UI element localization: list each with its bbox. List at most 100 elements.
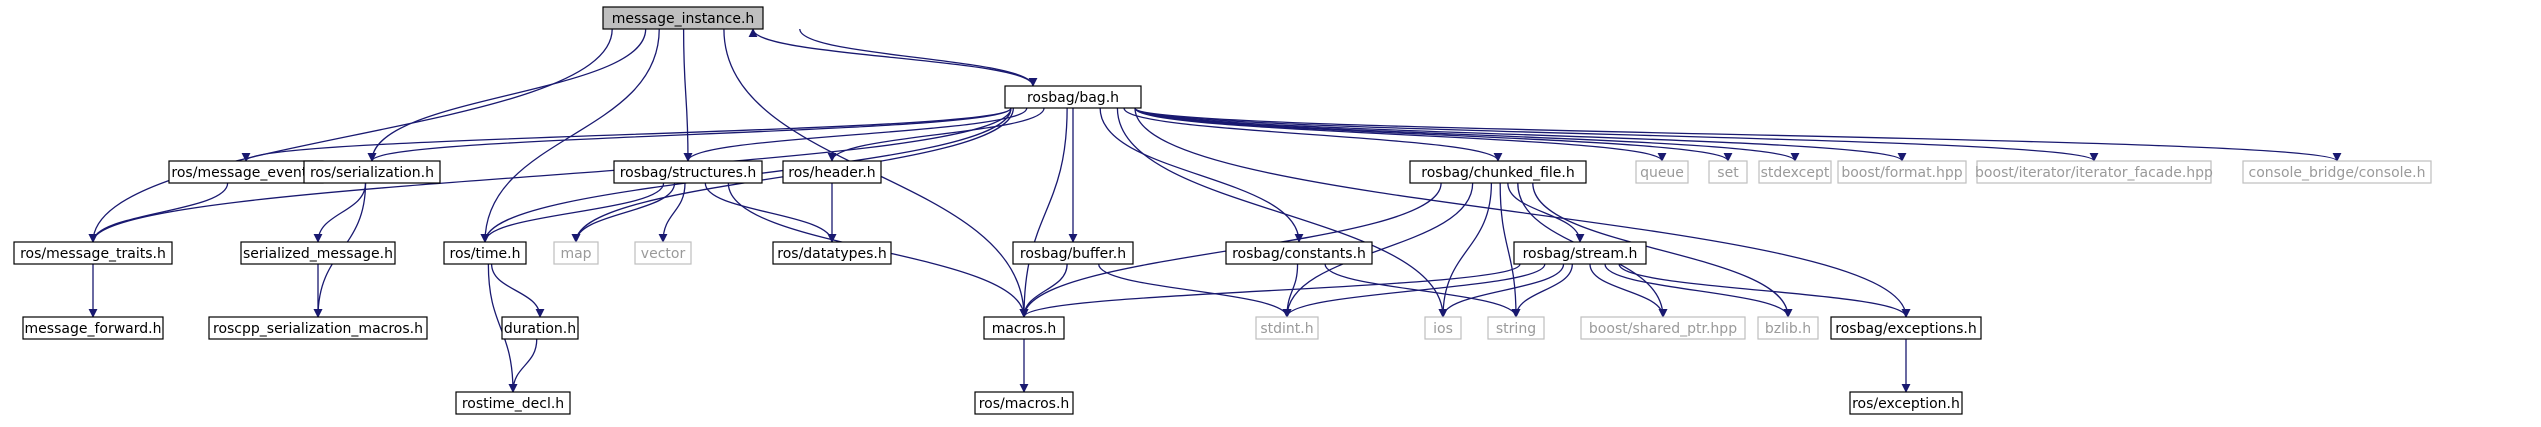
node-label: queue: [1640, 165, 1684, 181]
node-stdint: stdint.h: [1255, 316, 1319, 340]
node-ios: ios: [1424, 316, 1462, 340]
node-serialized-message[interactable]: serialized_message.h: [240, 241, 396, 265]
node-box: [1424, 316, 1462, 340]
edge-message_instance-to-rosbag_structures: [682, 28, 693, 162]
node-rosbag-chunked-file[interactable]: rosbag/chunked_file.h: [1409, 160, 1587, 184]
node-label: rosbag/exceptions.h: [1835, 321, 1976, 337]
edge-rosbag_bag-to-boost_format: [1134, 107, 1907, 162]
node-rosbag-stream[interactable]: rosbag/stream.h: [1513, 241, 1647, 265]
node-message-forward[interactable]: message_forward.h: [22, 316, 164, 340]
edge-rosbag_stream-to-stdint: [1282, 263, 1546, 318]
node-macros[interactable]: macros.h: [983, 316, 1065, 340]
node-duration[interactable]: duration.h: [501, 316, 579, 340]
node-box: [1976, 160, 2212, 184]
node-box: [974, 391, 1074, 415]
node-label: rosbag/stream.h: [1523, 246, 1638, 262]
node-label: rostime_decl.h: [462, 396, 564, 412]
node-ros-header[interactable]: ros/header.h: [782, 160, 882, 184]
node-ros-serialization[interactable]: ros/serialization.h: [303, 160, 441, 184]
edge-rosbag_bag-to-console_bridge: [1134, 107, 2342, 162]
edge-ros_time-to-duration: [490, 263, 545, 318]
edge-rosbag_bag-to-rosbag_exceptions: [1134, 107, 1911, 318]
node-label: stdint.h: [1260, 321, 1313, 337]
node-rosbag-constants[interactable]: rosbag/constants.h: [1225, 241, 1373, 265]
node-rosbag-structures[interactable]: rosbag/structures.h: [613, 160, 763, 184]
node-label: ros/exception.h: [1852, 396, 1960, 412]
edge-rosbag_stream-to-boost_shared_ptr: [1589, 263, 1668, 318]
edge-rosbag_bag-to-ros_header: [827, 107, 1045, 162]
node-ros-message-event[interactable]: ros/message_event.h: [168, 160, 324, 184]
node-ros-datatypes[interactable]: ros/datatypes.h: [772, 241, 892, 265]
edge-message_instance-to-rosbag_bag: [799, 28, 1038, 87]
dependency-edges: [88, 28, 2342, 393]
edge-rosbag_buffer-to-stdint: [1098, 263, 1292, 318]
node-label: ios: [1433, 321, 1453, 337]
node-box: [1225, 241, 1373, 265]
node-label: ros/message_traits.h: [20, 246, 166, 262]
node-box: [772, 241, 892, 265]
node-label: ros/macros.h: [979, 396, 1070, 412]
edge-rosbag_bag-to-ios: [1116, 107, 1448, 318]
node-label: roscpp_serialization_macros.h: [213, 321, 423, 337]
edge-rosbag_bag-to-queue: [1134, 107, 1667, 162]
node-box: [983, 316, 1065, 340]
node-ros-exception[interactable]: ros/exception.h: [1849, 391, 1963, 415]
node-label: rosbag/chunked_file.h: [1421, 165, 1574, 181]
edge-rosbag_bag-to-ros_message_traits: [88, 107, 1012, 243]
node-box: [1487, 316, 1545, 340]
node-message-instance[interactable]: message_instance.h: [602, 6, 764, 30]
edge-rosbag_structures-to-vector: [658, 182, 686, 243]
edge-rosbag_bag-to-set: [1134, 107, 1733, 162]
edge-message_instance-to-ros_serialization: [367, 28, 647, 162]
node-map: map: [553, 241, 599, 265]
edge-rosbag_bag-to-macros: [1019, 107, 1068, 318]
node-box: [553, 241, 599, 265]
node-boost-shared-ptr: boost/shared_ptr.hpp: [1580, 316, 1746, 340]
node-label: bzlib.h: [1765, 321, 1811, 337]
node-box: [208, 316, 428, 340]
node-ros-message-traits[interactable]: ros/message_traits.h: [13, 241, 173, 265]
edge-ros_serialization-to-serialized_message: [313, 182, 367, 243]
edge-message_instance-to-ros_time: [480, 28, 660, 243]
node-box: [240, 241, 396, 265]
node-stdexcept: stdexcept: [1758, 160, 1832, 184]
node-rosbag-bag[interactable]: rosbag/bag.h: [1004, 85, 1142, 109]
edge-rosbag_structures-to-ros_time: [480, 182, 665, 243]
file-nodes: message_instance.h rosbag/bag.h ros/messag…: [13, 6, 2432, 415]
node-label: map: [560, 246, 591, 262]
node-box: [1830, 316, 1982, 340]
node-label: ros/header.h: [788, 165, 875, 181]
node-rosbag-buffer[interactable]: rosbag/buffer.h: [1012, 241, 1134, 265]
node-box: [1757, 316, 1819, 340]
node-label: ros/message_event.h: [171, 165, 320, 181]
node-roscpp-serialization-macros[interactable]: roscpp_serialization_macros.h: [208, 316, 428, 340]
node-rosbag-exceptions[interactable]: rosbag/exceptions.h: [1830, 316, 1982, 340]
node-label: string: [1496, 321, 1536, 337]
node-box: [443, 241, 527, 265]
node-rostime-decl[interactable]: rostime_decl.h: [455, 391, 571, 415]
node-label: ros/time.h: [450, 246, 521, 262]
node-box: [1849, 391, 1963, 415]
node-label: boost/shared_ptr.hpp: [1589, 321, 1737, 337]
node-box: [1004, 85, 1142, 109]
edge-rosbag_bag-to-ros_serialization: [367, 107, 1012, 162]
node-boost-format: boost/format.hpp: [1837, 160, 1967, 184]
node-label: macros.h: [992, 321, 1057, 337]
node-box: [1837, 160, 1967, 184]
node-label: stdexcept: [1761, 165, 1830, 181]
node-label: duration.h: [504, 321, 576, 337]
node-box: [1012, 241, 1134, 265]
node-label: message_instance.h: [612, 11, 755, 27]
node-label: message_forward.h: [25, 321, 162, 337]
edge-rosbag_stream-to-string: [1511, 263, 1573, 318]
node-ros-time[interactable]: ros/time.h: [443, 241, 527, 265]
node-string: string: [1487, 316, 1545, 340]
edge-rosbag_stream-to-ios: [1438, 263, 1565, 318]
edge-ros_time-to-rostime_decl: [487, 263, 518, 393]
edge-rosbag_bag-to-boost_iterator: [1134, 107, 2099, 162]
edge-rosbag_bag-to-ros_message_event: [241, 107, 1012, 162]
node-ros-macros[interactable]: ros/macros.h: [974, 391, 1074, 415]
node-box: [1635, 160, 1689, 184]
node-box: [634, 241, 692, 265]
node-bzlib: bzlib.h: [1757, 316, 1819, 340]
